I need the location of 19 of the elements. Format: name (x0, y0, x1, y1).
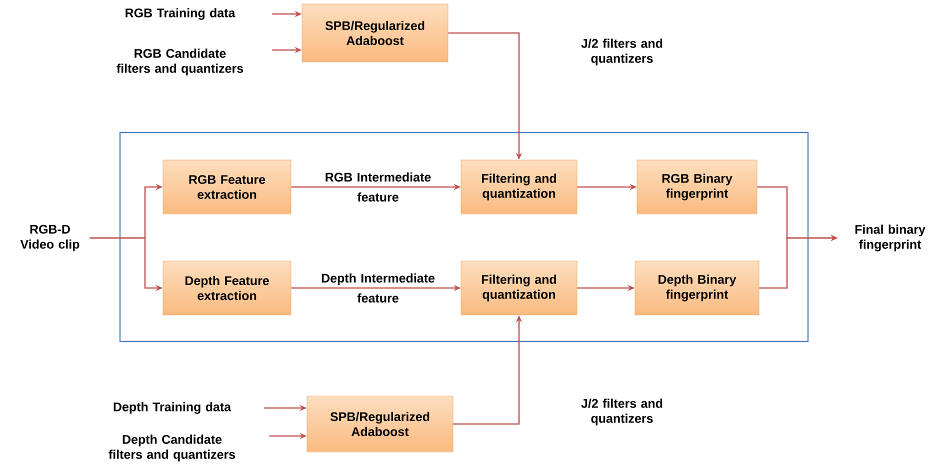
input-label: RGB-D Video clip (20, 224, 80, 252)
system-frame (119, 132, 809, 342)
input-label: Depth Training data (114, 402, 232, 414)
input-label: RGB Candidate filters and quantizers (116, 48, 244, 76)
process-box: RGB Feature extraction (162, 160, 292, 214)
process-box: Filtering and quantization (460, 260, 578, 316)
process-box: Filtering and quantization (460, 160, 578, 214)
process-box: SPB/Regularized Adaboost (306, 396, 454, 452)
process-box: Depth Binary fingerprint (634, 260, 760, 316)
input-label: Final binary fingerprint (855, 224, 926, 252)
process-box: SPB/Regularized Adaboost (302, 4, 448, 62)
edge-label: Depth Intermediate feature (322, 273, 435, 303)
input-label: Depth Candidate filters and quantizers (108, 434, 236, 462)
edge-label: RGB Intermediate feature (326, 172, 431, 202)
input-label: RGB Training data (126, 8, 236, 20)
edge-label: J/2 filters and quantizers (581, 38, 662, 66)
process-box: RGB Binary fingerprint (636, 160, 758, 214)
process-box: Depth Feature extraction (162, 260, 292, 316)
edge-label: J/2 filters and quantizers (581, 398, 662, 426)
